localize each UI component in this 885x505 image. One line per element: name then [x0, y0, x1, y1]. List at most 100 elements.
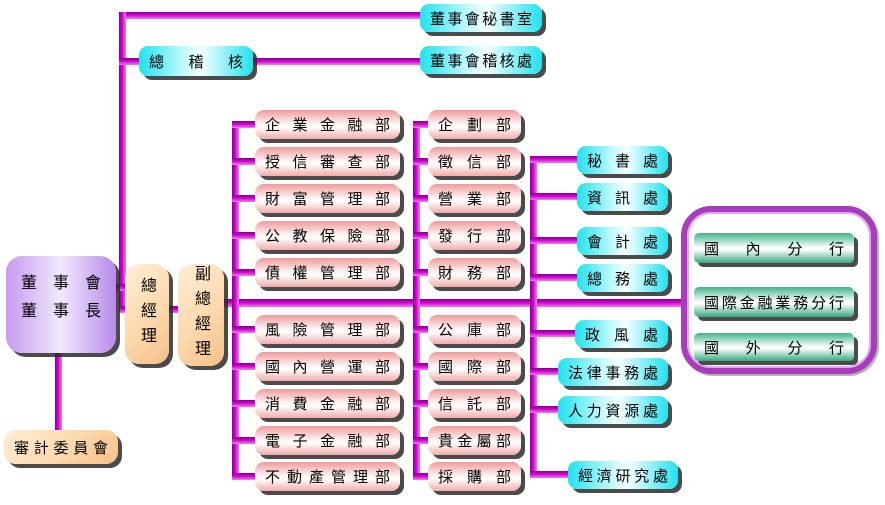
dept-wealth-management: 財富管理部	[255, 184, 400, 213]
node-label: 財富管理部	[265, 190, 390, 208]
connector-stub	[413, 473, 435, 480]
node-label: 國內分行	[704, 239, 844, 258]
dept-credit-investigation: 徵信部	[428, 147, 521, 176]
dept-public-insurance: 公教保險部	[255, 221, 400, 250]
node-label: 政風處	[585, 325, 658, 344]
node-chief-auditor: 總稽核	[139, 46, 253, 76]
connector-stub	[413, 232, 435, 239]
node-label: 發行部	[438, 227, 511, 245]
node-label: 國內營運部	[265, 358, 390, 376]
connector-stub	[530, 193, 582, 200]
connector-stub	[232, 195, 260, 202]
connector-stub	[232, 326, 260, 333]
node-label: 消費金融部	[265, 395, 390, 413]
dept-business: 營業部	[428, 184, 521, 213]
node-label: 秘書處	[587, 151, 658, 170]
connector-stub	[232, 400, 260, 407]
node-label: 貴金屬部	[438, 432, 511, 450]
dept-consumer-finance: 消費金融部	[255, 389, 400, 418]
node-label: 企劃部	[438, 116, 511, 134]
node-board-secretariat: 董事會秘書室	[420, 4, 542, 32]
node-president: 總經理	[125, 264, 169, 364]
office-accounting: 會計處	[577, 227, 668, 255]
connector-stub	[232, 269, 260, 276]
connector-stub	[413, 158, 435, 165]
node-label: 審計委員會	[14, 438, 108, 457]
node-label: 會計處	[587, 232, 658, 251]
connector-president-deputy-stub	[166, 306, 182, 313]
connector-audit-committee	[55, 336, 62, 434]
node-board-of-directors: 董事會 董事長	[6, 256, 116, 353]
connector-board-stub	[110, 284, 126, 291]
dept-real-estate-management: 不動產管理部	[255, 462, 400, 491]
connector-stub	[413, 400, 435, 407]
branch-obu: 國際金融業務分行	[694, 287, 854, 317]
node-label: 企業金融部	[265, 116, 390, 134]
node-label: 財務部	[438, 264, 511, 282]
branch-domestic: 國內分行	[694, 233, 854, 263]
node-label: 資訊處	[587, 188, 658, 207]
node-label: 國際部	[438, 358, 511, 376]
node-label: 副總經理	[192, 265, 211, 365]
branch-overseas: 國外分行	[694, 333, 854, 361]
connector-col1-trunk	[232, 121, 239, 480]
connector-stub	[232, 232, 260, 239]
node-label: 債權管理部	[265, 264, 390, 282]
node-label: 法律事務處	[568, 363, 658, 382]
node-label: 風險管理部	[265, 321, 390, 339]
node-label: 國外分行	[704, 338, 844, 357]
node-label: 營業部	[438, 190, 511, 208]
connector-auditor-left	[119, 58, 145, 65]
node-label: 公庫部	[438, 321, 511, 339]
connector-top-secretariat	[119, 12, 424, 19]
connector-col3-trunk	[530, 156, 537, 474]
connector-stub	[232, 473, 260, 480]
connector-stub	[413, 195, 435, 202]
office-secretariat: 秘書處	[577, 146, 668, 174]
dept-domestic-operations: 國內營運部	[255, 352, 400, 381]
connector-col2-trunk	[413, 121, 420, 480]
node-label: 授信審查部	[265, 153, 390, 171]
node-label: 人力資源處	[568, 401, 658, 420]
dept-electronic-banking: 電子金融部	[255, 426, 400, 455]
connector-stub	[530, 274, 582, 281]
connector-auditor-right	[250, 58, 424, 65]
office-ethics: 政風處	[575, 320, 668, 348]
node-board-audit-office: 董事會稽核處	[420, 46, 542, 74]
dept-credit-review: 授信審查部	[255, 147, 400, 176]
connector-stub	[530, 156, 582, 163]
dept-planning: 企劃部	[428, 110, 521, 139]
connector-stub	[530, 368, 564, 375]
dept-debt-management: 債權管理部	[255, 258, 400, 287]
dept-procurement: 採購部	[428, 462, 521, 491]
office-economic-research: 經濟研究處	[568, 461, 678, 489]
connector-stub	[232, 121, 260, 128]
node-label: 總務處	[587, 269, 658, 288]
node-label: 徵信部	[438, 153, 511, 171]
dept-risk-management: 風險管理部	[255, 315, 400, 344]
node-label: 總稽核	[149, 52, 243, 71]
office-information: 資訊處	[577, 183, 668, 211]
node-audit-committee: 審計委員會	[4, 430, 118, 464]
node-label: 不動產管理部	[265, 468, 390, 486]
node-label: 公教保險部	[265, 227, 390, 245]
node-label: 董事會秘書室	[430, 9, 532, 28]
connector-stub	[530, 237, 582, 244]
node-label: 信託部	[438, 395, 511, 413]
connector-stub	[232, 158, 260, 165]
office-human-resources: 人力資源處	[558, 396, 668, 424]
dept-precious-metals: 貴金屬部	[428, 426, 521, 455]
dept-international: 國際部	[428, 352, 521, 381]
dept-treasury: 財務部	[428, 258, 521, 287]
node-label: 採購部	[438, 468, 511, 486]
node-deputy-president: 副總經理	[178, 264, 224, 366]
node-label: 董事會稽核處	[430, 51, 532, 70]
connector-stub	[413, 269, 435, 276]
node-label: 國際金融業務分行	[704, 293, 844, 312]
node-label: 總經理	[138, 276, 157, 352]
connector-stub	[530, 471, 574, 478]
connector-main-trunk	[220, 299, 687, 307]
connector-stub	[232, 437, 260, 444]
connector-stub	[232, 363, 260, 370]
